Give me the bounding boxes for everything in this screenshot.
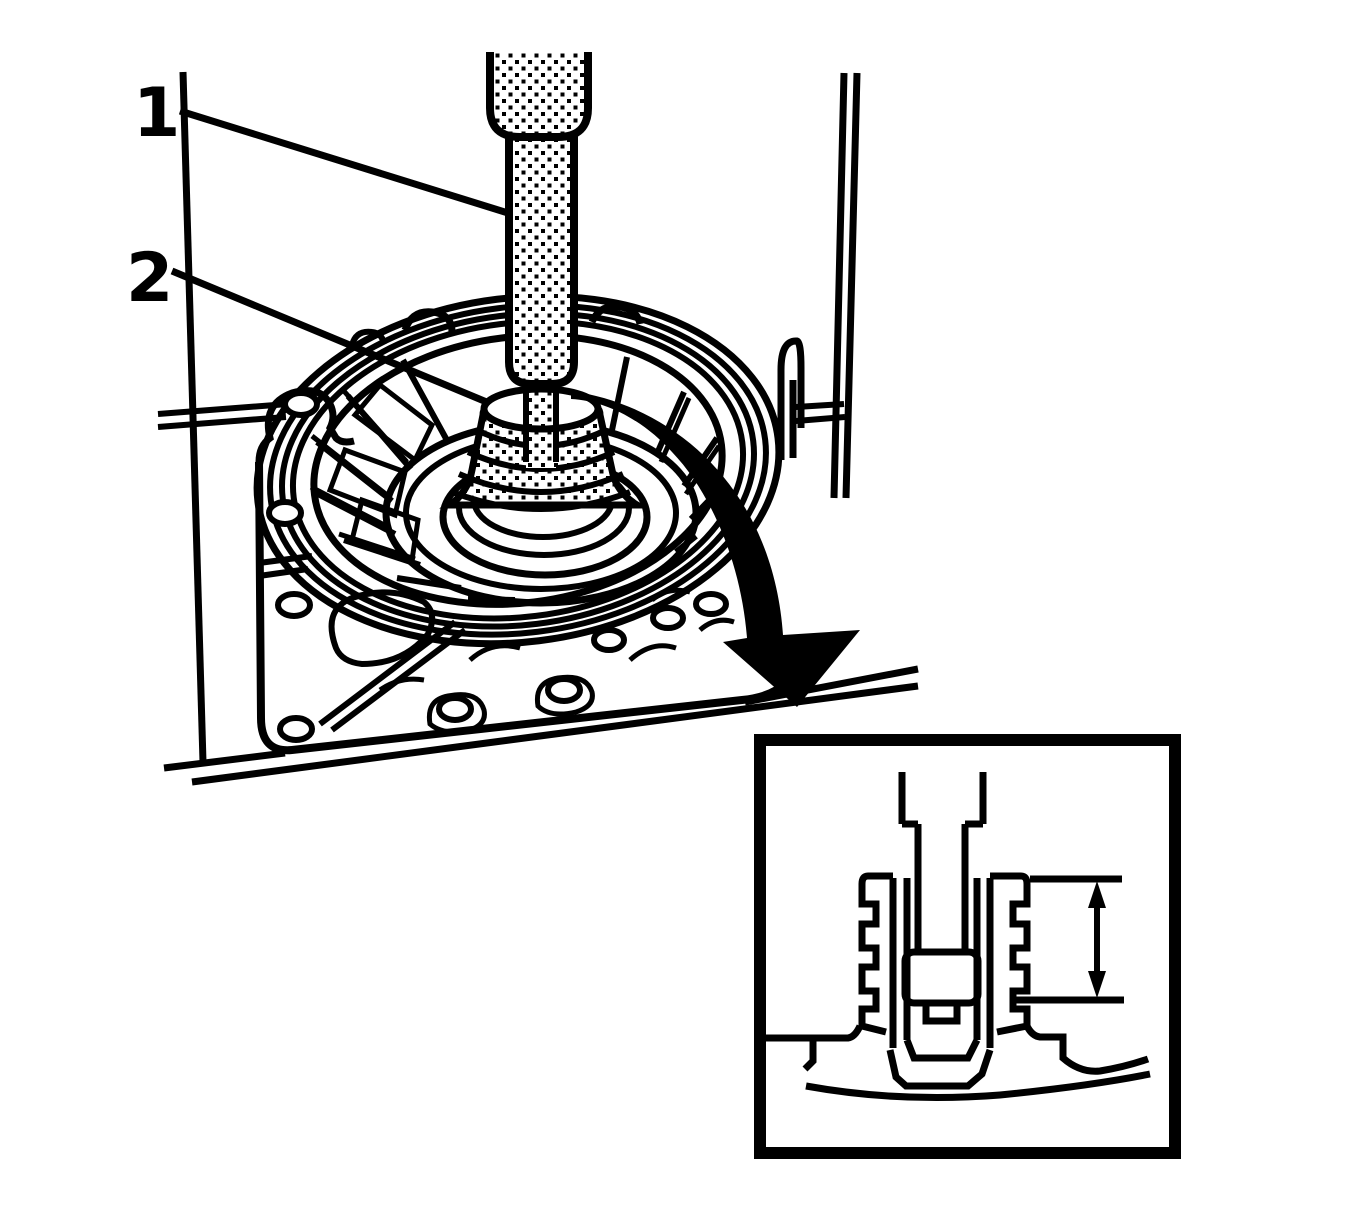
rim-lug-small bbox=[349, 328, 387, 346]
inset-seal-block bbox=[901, 948, 982, 1007]
inset-sleeve-walls bbox=[889, 878, 994, 1048]
vane-windows bbox=[326, 381, 436, 564]
tool-shaft bbox=[505, 123, 578, 388]
tool-handle bbox=[486, 52, 592, 141]
fixture-rod bbox=[830, 72, 861, 499]
callout-2-label: 2 bbox=[126, 239, 173, 318]
callout-1-label: 1 bbox=[133, 74, 180, 153]
case-right-lug bbox=[777, 337, 805, 460]
bench-left-edge bbox=[179, 71, 207, 763]
inset-measure-lines bbox=[1013, 875, 1124, 1004]
inset-seal-tab bbox=[922, 1003, 961, 1025]
retainer-ring bbox=[480, 385, 602, 433]
measurement-arrow-icon bbox=[1088, 881, 1106, 998]
bell-housing-rings bbox=[253, 292, 783, 648]
detail-inset bbox=[754, 734, 1181, 1159]
bench-front-edge-upper bbox=[163, 665, 919, 772]
inset-sleeve-cup-inner bbox=[903, 1038, 981, 1062]
callouts: 1 2 bbox=[126, 74, 510, 407]
hub-and-spring bbox=[439, 376, 651, 579]
leader-line-2 bbox=[170, 267, 491, 407]
case-bolt-bosses bbox=[426, 674, 595, 735]
inset-spline-left bbox=[858, 872, 893, 1036]
rim-lugs bbox=[401, 303, 644, 333]
seal-installer-tool bbox=[486, 52, 592, 388]
inset-pan-line bbox=[805, 1070, 1151, 1102]
inset-tool-shaft bbox=[898, 772, 987, 952]
inset-sleeve-cup-outer bbox=[886, 1048, 994, 1090]
bolt-holes bbox=[266, 390, 729, 743]
inset-case-left bbox=[766, 1024, 864, 1072]
leader-line-1 bbox=[178, 107, 510, 217]
inset-spline-right bbox=[990, 872, 1031, 1036]
inset-case-right bbox=[1023, 1024, 1150, 1075]
bench-left-rail bbox=[157, 401, 289, 430]
